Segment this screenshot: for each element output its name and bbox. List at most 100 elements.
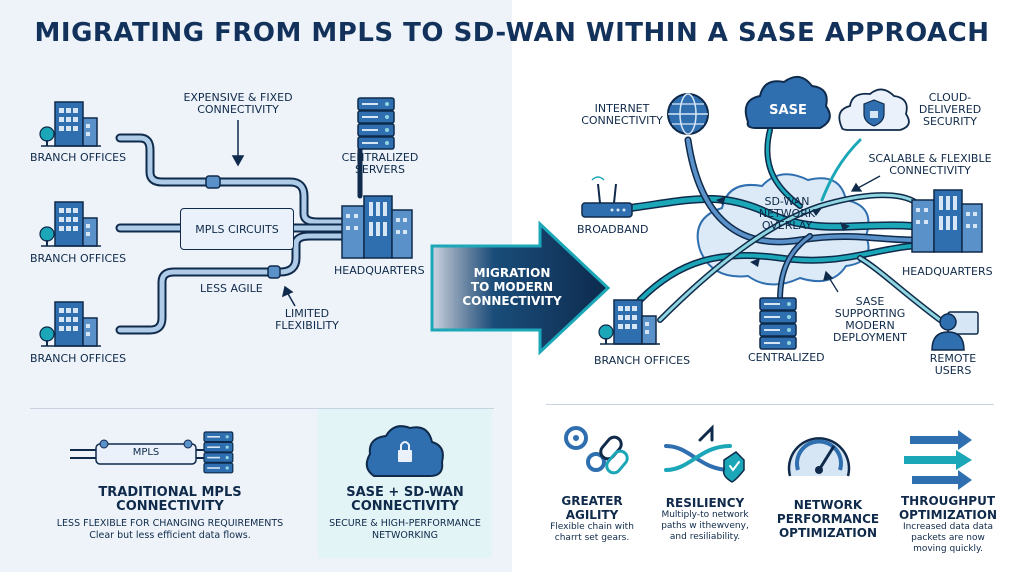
feature-2-sub-line-1: Multiply-to network bbox=[661, 510, 749, 520]
right-headquarters-building-icon bbox=[911, 189, 983, 253]
mpls-circuits-box: MPLS CIRCUITS bbox=[180, 208, 294, 250]
right-bottom-divider bbox=[546, 404, 994, 405]
gears-chain-icon bbox=[564, 426, 629, 475]
traditional-title-line-1: TRADITIONAL MPLS bbox=[98, 485, 242, 500]
right-branch-offices-label: BRANCH OFFICES bbox=[594, 354, 691, 367]
cloud-security-shield-icon bbox=[838, 88, 910, 131]
cloud-line-3: SECURITY bbox=[923, 115, 977, 128]
scalable-flexible-label: SCALABLE & FLEXIBLE CONNECTIVITY bbox=[862, 153, 998, 177]
sase-support-line-1: SASE bbox=[855, 295, 885, 308]
less-agile-label: LESS AGILE bbox=[200, 282, 263, 295]
feature-4-sub-line-3: moving quickly. bbox=[913, 544, 983, 554]
feature-4-title-line-1: THROUGHPUT bbox=[900, 494, 996, 508]
sase-support-line-4: DEPLOYMENT bbox=[833, 331, 907, 344]
cloud-delivered-security-label: CLOUD- DELIVERED SECURITY bbox=[910, 92, 990, 128]
feature-3-title-line-1: NETWORK bbox=[793, 498, 863, 512]
limited-line-1: LIMITED bbox=[284, 307, 330, 320]
migration-arrow-icon bbox=[430, 220, 611, 356]
feature-greater-agility-desc: Flexible chain with charrt set gears. bbox=[542, 522, 642, 544]
traditional-sub-line-2: Clear but less efficient data flows. bbox=[89, 530, 251, 541]
remote-users-label: REMOTE USERS bbox=[920, 353, 986, 377]
branch-office-building-1-icon bbox=[39, 101, 102, 147]
cloud-line-1: CLOUD- bbox=[928, 91, 972, 104]
migration-line-1: MIGRATION bbox=[473, 266, 551, 280]
feature-resiliency-title: RESILIENCY bbox=[665, 496, 745, 510]
limited-flexibility-label: LIMITED FLEXIBILITY bbox=[262, 308, 352, 332]
migration-arrow-label: MIGRATION TO MODERN CONNECTIVITY bbox=[452, 266, 572, 308]
migration-line-3: CONNECTIVITY bbox=[462, 294, 562, 308]
feature-1-sub-line-1: Flexible chain with bbox=[550, 522, 634, 532]
branch-offices-label-3: BRANCH OFFICES bbox=[30, 352, 127, 365]
mpls-pipe-icon bbox=[70, 439, 210, 465]
sdwan-line-1: SD-WAN bbox=[764, 195, 810, 208]
feature-4-title-line-2: OPTIMIZATION bbox=[898, 508, 997, 522]
branch-offices-label-1: BRANCH OFFICES bbox=[30, 151, 127, 164]
internet-connectivity-label: INTERNET CONNECTIVITY bbox=[572, 103, 672, 127]
remote-line-2: USERS bbox=[934, 364, 972, 377]
centralized-servers-label: CENTRALIZED SERVERS bbox=[330, 152, 430, 176]
mpls-pipes bbox=[115, 133, 363, 335]
centralized-line-1: CENTRALIZED bbox=[341, 151, 419, 164]
feature-greater-agility-title: GREATER AGILITY bbox=[546, 494, 638, 522]
feature-3-title-line-3: OPTIMIZATION bbox=[778, 526, 877, 540]
feature-4-sub-line-2: packets are now bbox=[911, 533, 985, 543]
sdwan-line-3: OVERLAY bbox=[761, 219, 813, 232]
limited-line-2: FLEXIBILITY bbox=[275, 319, 339, 332]
page-title: MIGRATING FROM MPLS TO SD-WAN WITHIN A S… bbox=[34, 18, 990, 48]
headquarters-building-icon bbox=[341, 195, 413, 259]
expensive-line-1: EXPENSIVE & FIXED bbox=[183, 91, 293, 104]
fast-arrows-icon bbox=[904, 430, 972, 490]
sase-lock-cloud-icon bbox=[365, 425, 444, 477]
expensive-fixed-label: EXPENSIVE & FIXED CONNECTIVITY bbox=[178, 92, 298, 116]
centralized-line-2: SERVERS bbox=[354, 163, 406, 176]
left-bottom-divider bbox=[30, 408, 494, 409]
sase-cloud-icon bbox=[744, 75, 831, 129]
broadband-router-icon bbox=[581, 176, 633, 218]
feature-resiliency-desc: Multiply-to network paths w ithewveny, a… bbox=[650, 510, 760, 543]
remote-user-icon bbox=[931, 311, 979, 351]
centralized-servers-icon bbox=[357, 97, 395, 150]
sase-sub-line-1: SECURE & HIGH-PERFORMANCE bbox=[329, 518, 481, 529]
traditional-title-line-2: CONNECTIVITY bbox=[116, 499, 224, 514]
migration-line-2: TO MODERN bbox=[470, 280, 554, 294]
sase-title-line-1: SASE + SD-WAN bbox=[346, 485, 464, 500]
feature-1-title-line-1: GREATER bbox=[561, 494, 623, 508]
feature-3-title-line-2: PERFORMANCE bbox=[776, 512, 880, 526]
annotation-arrows bbox=[231, 120, 296, 307]
flow-arrowheads bbox=[716, 196, 850, 267]
internet-line-1: INTERNET bbox=[594, 102, 650, 115]
feature-2-sub-line-3: and resiliability. bbox=[669, 532, 741, 542]
sase-cloud-label: SASE bbox=[769, 103, 807, 118]
feature-4-sub-line-1: Increased data data bbox=[902, 522, 994, 532]
scalable-line-1: SCALABLE & FLEXIBLE bbox=[868, 152, 992, 165]
sase-sdwan-subtitle: SECURE & HIGH-PERFORMANCE NETWORKING bbox=[320, 518, 490, 542]
sdwan-network-paths bbox=[626, 127, 943, 323]
feature-throughput-desc: Increased data data packets are now movi… bbox=[892, 522, 1004, 555]
scalable-line-2: CONNECTIVITY bbox=[889, 164, 971, 177]
right-headquarters-label: HEADQUARTERS bbox=[902, 265, 993, 278]
mpls-pipe-tag: MPLS bbox=[132, 447, 160, 458]
sdwan-line-2: NETWORK bbox=[758, 207, 816, 220]
sdwan-overlay-label: SD-WAN NETWORK OVERLAY bbox=[744, 196, 830, 232]
sase-title-line-2: CONNECTIVITY bbox=[351, 499, 459, 514]
headquarters-label: HEADQUARTERS bbox=[334, 264, 425, 277]
branch-office-building-3-icon bbox=[39, 301, 102, 347]
sase-support-line-3: MODERN bbox=[845, 319, 895, 332]
sase-sdwan-title: SASE + SD-WAN CONNECTIVITY bbox=[320, 486, 490, 514]
feature-1-sub-line-2: charrt set gears. bbox=[554, 533, 630, 543]
feature-throughput-title: THROUGHPUT OPTIMIZATION bbox=[888, 494, 1008, 522]
sase-support-line-2: SUPPORTING bbox=[834, 307, 906, 320]
feature-1-title-line-2: AGILITY bbox=[565, 508, 619, 522]
right-centralized-label: CENTRALIZED bbox=[748, 351, 825, 364]
right-branch-office-building-icon bbox=[598, 299, 661, 345]
right-annotation-arrows bbox=[823, 175, 881, 293]
feature-2-sub-line-2: paths w ithewveny, bbox=[661, 521, 749, 531]
traditional-sub-line-1: LESS FLEXIBLE FOR CHANGING REQUIREMENTS bbox=[56, 518, 284, 529]
internet-globe-icon bbox=[667, 93, 709, 135]
feature-network-performance-title: NETWORK PERFORMANCE OPTIMIZATION bbox=[770, 498, 886, 540]
sase-sub-line-2: NETWORKING bbox=[372, 530, 438, 541]
branch-office-building-2-icon bbox=[39, 201, 102, 247]
mpls-server-icon bbox=[203, 431, 234, 474]
resiliency-paths-icon bbox=[664, 424, 745, 483]
